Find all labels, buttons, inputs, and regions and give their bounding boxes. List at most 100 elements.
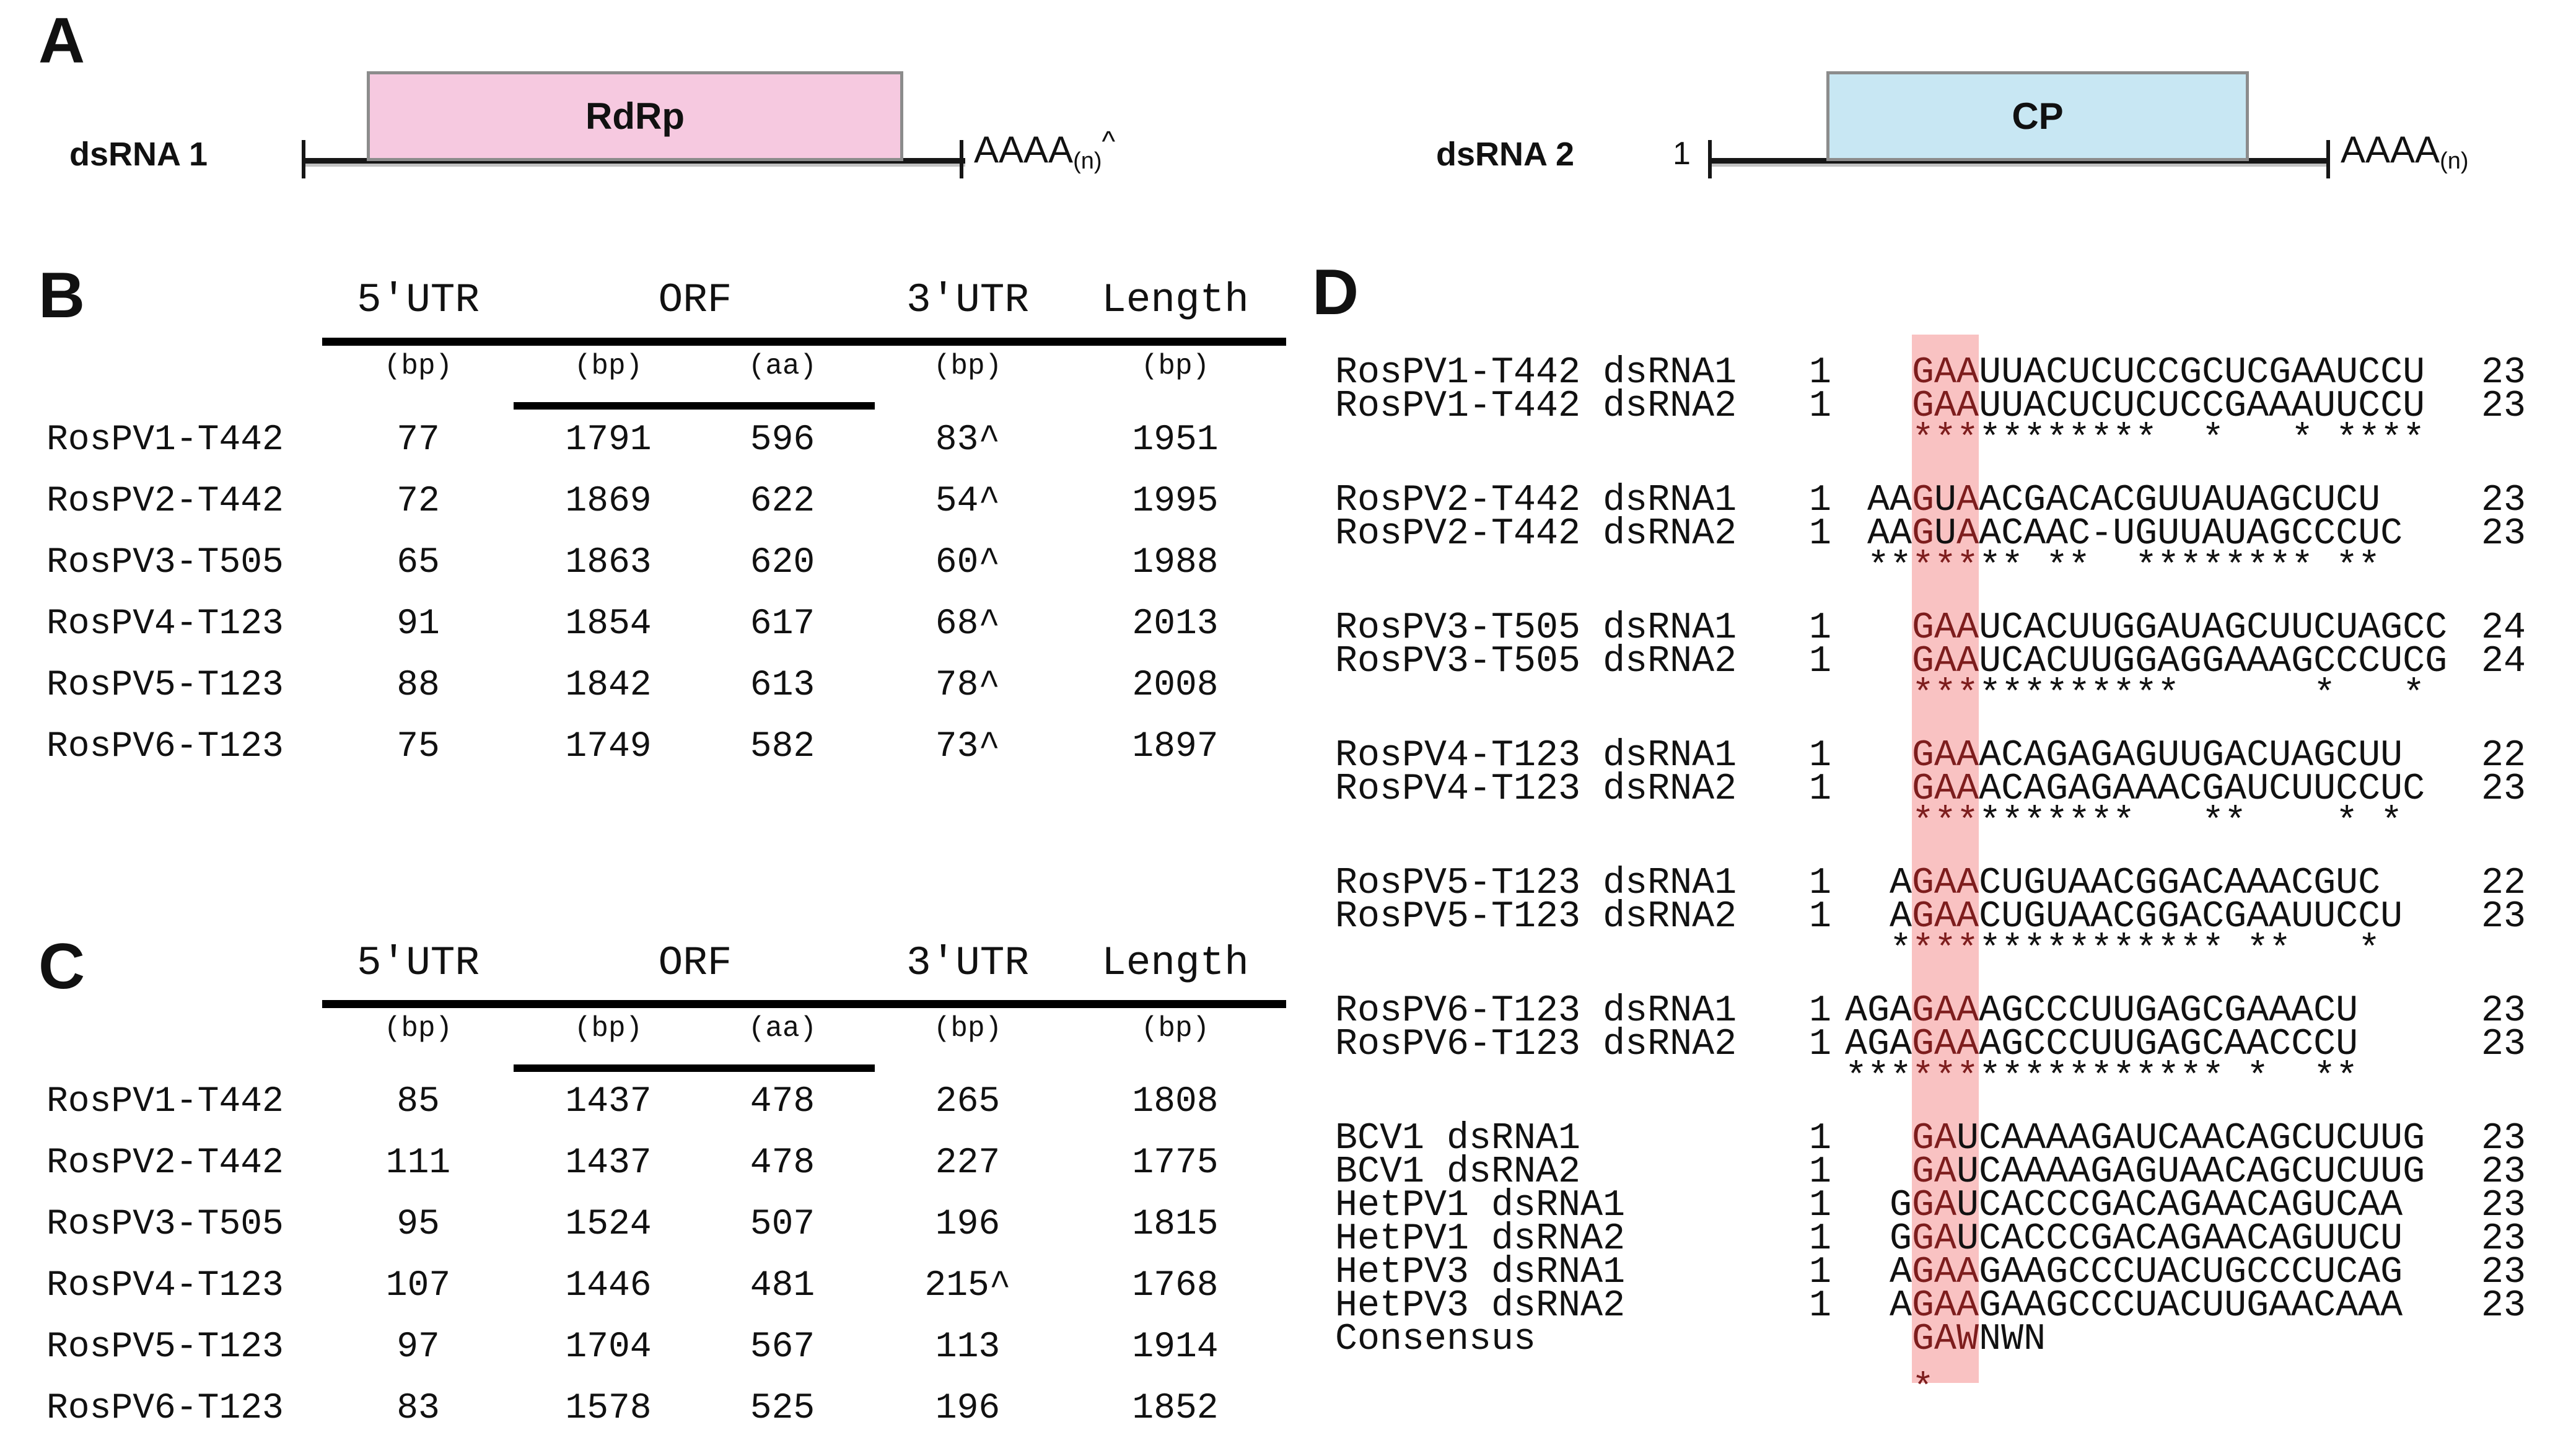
sequence-name	[1335, 934, 1775, 967]
sequence-text: GAAUCACUUGGAGGAAAGCCCUCG	[1845, 643, 2447, 680]
sequence-text: AGAAGAAGCCCUACUUGAACAAA	[1845, 1288, 2403, 1325]
table-b-header-rule	[322, 338, 1286, 346]
sequence-name: RosPV3-T505 dsRNA1	[1335, 607, 1737, 649]
start-position: 1	[1808, 513, 1831, 555]
sequence-name	[1335, 806, 1775, 840]
sequence-chars: GAAGCCCUACUGCCCUCAG	[1979, 1252, 2403, 1294]
column-unit: (bp)	[1141, 350, 1210, 382]
sequence-chars: UCACCCGACAGAACAGUCAA	[1956, 1185, 2403, 1227]
motif-chars: GAA	[1912, 990, 1979, 1032]
row-name: RosPV6-T123	[46, 1389, 284, 1429]
start-position	[1775, 678, 1845, 712]
sequence-chars: UCACUUGGAUAGCUUCUAGCC	[1979, 607, 2448, 649]
column-unit: (bp)	[574, 1012, 643, 1045]
identity-stars: ******* ** ******** **	[1845, 549, 2380, 586]
conserved-motif-highlight-band	[1912, 335, 1979, 1383]
sequence-chars: U	[1934, 513, 1957, 555]
row-name: RosPV5-T123	[46, 1327, 284, 1367]
alignment-stars-row: *************** ** *	[1335, 932, 2576, 969]
polya-sup: ^	[1102, 125, 1116, 157]
motif-chars: A	[1956, 480, 1979, 522]
sequence-chars: GAAGCCCUACUUGAACAAA	[1979, 1285, 2403, 1327]
table-value: 196	[935, 1389, 1001, 1429]
table-value: 95	[396, 1204, 440, 1245]
end-position: 23	[2481, 1185, 2526, 1227]
sequence-text: AGAACUGUAACGGACGAAUUCCU	[1845, 898, 2403, 936]
motif-chars: GA	[1912, 1151, 1957, 1193]
end-position: 23	[2481, 480, 2526, 522]
table-value: 1437	[565, 1082, 652, 1122]
motif-chars: ***	[1912, 419, 1979, 461]
sequence-chars: UCAAAAGAUCAACAGCUCUUG	[1956, 1118, 2425, 1160]
sequence-chars: AGCCCUUGAGCGAAACU	[1979, 990, 2359, 1032]
sequence-name	[1335, 423, 1775, 457]
table-value: 54^	[935, 481, 1001, 522]
genome-start-number: 1	[1673, 136, 1691, 172]
start-position: 1	[1808, 352, 1831, 394]
polya-sub: (n)	[2440, 148, 2469, 174]
motif-chars: GAA	[1912, 1024, 1979, 1066]
table-b-orf-rule	[514, 402, 875, 410]
motif-chars: GAA	[1912, 735, 1979, 777]
table-value: 1768	[1132, 1266, 1219, 1306]
table-value: 1578	[565, 1389, 652, 1429]
column-header: 3'UTR	[906, 277, 1030, 323]
start-position	[1775, 1061, 1845, 1095]
motif-chars: A	[1956, 513, 1979, 555]
sequence-chars: UCACCCGACAGAACAGUUCU	[1956, 1218, 2403, 1260]
alignment-stars-row: ***************** * **	[1335, 1060, 2576, 1097]
polya-sub: (n)	[1073, 148, 1102, 174]
sequence-name: Consensus	[1335, 1319, 1536, 1361]
sequence-name: BCV1 dsRNA2	[1335, 1151, 1581, 1193]
start-position: 1	[1808, 896, 1831, 938]
motif-chars: GA	[1912, 1118, 1957, 1160]
genome-name-label: dsRNA 2	[1436, 136, 1575, 173]
motif-chars: GAA	[1912, 1252, 1979, 1294]
table-c-header-rule	[322, 1000, 1286, 1008]
table-value: 525	[750, 1389, 815, 1429]
sequence-chars	[1845, 802, 1912, 844]
start-position: 1	[1808, 607, 1831, 649]
table-value: 1524	[565, 1204, 652, 1245]
table-value: 91	[396, 604, 440, 644]
alignment-stars-row: *	[1335, 1371, 2576, 1408]
motif-chars: GAA	[1912, 862, 1979, 905]
column-header: 5'UTR	[356, 940, 480, 986]
sequence-text: AGAGAAAGCCCUUGAGCGAAACU	[1845, 993, 2358, 1030]
sequence-chars: A	[1845, 896, 1912, 938]
table-value: 507	[750, 1204, 815, 1245]
sequence-chars: ******* ** * *	[1979, 802, 2403, 844]
genome-end-tick	[2326, 140, 2330, 178]
sequence-chars: *********** * **	[1979, 1057, 2359, 1099]
table-value: 113	[935, 1327, 1001, 1367]
identity-stars: ********** ** * *	[1845, 804, 2403, 841]
sequence-text: AGAAGAAGCCCUACUGCCCUCAG	[1845, 1254, 2403, 1291]
motif-chars: G	[1912, 480, 1935, 522]
polya-tail-label: AAAA(n)^	[974, 127, 1115, 173]
table-value: 1854	[565, 604, 652, 644]
sequence-chars: CUGUAACGGACAAACGUC	[1979, 862, 2381, 905]
start-position: 1	[1808, 641, 1831, 683]
column-unit: (bp)	[383, 1012, 453, 1045]
sequence-name: BCV1 dsRNA1	[1335, 1118, 1581, 1160]
table-value: 1914	[1132, 1327, 1219, 1367]
row-name: RosPV4-T123	[46, 1266, 284, 1306]
sequence-name: RosPV2-T442 dsRNA2	[1335, 513, 1737, 555]
table-value: 1869	[565, 481, 652, 522]
sequence-chars: ***	[1845, 1057, 1912, 1099]
sequence-chars: UCAAAAGAGUAACAGCUCUUG	[1956, 1151, 2425, 1193]
table-value: 88	[396, 665, 440, 706]
start-position	[1775, 806, 1845, 840]
column-header: 3'UTR	[906, 940, 1030, 986]
column-header: 5'UTR	[356, 277, 480, 323]
sequence-name: HetPV1 dsRNA2	[1335, 1218, 1626, 1260]
sequence-chars: U	[1934, 480, 1957, 522]
sequence-text: GGAUCACCCGACAGAACAGUCAA	[1845, 1187, 2403, 1224]
